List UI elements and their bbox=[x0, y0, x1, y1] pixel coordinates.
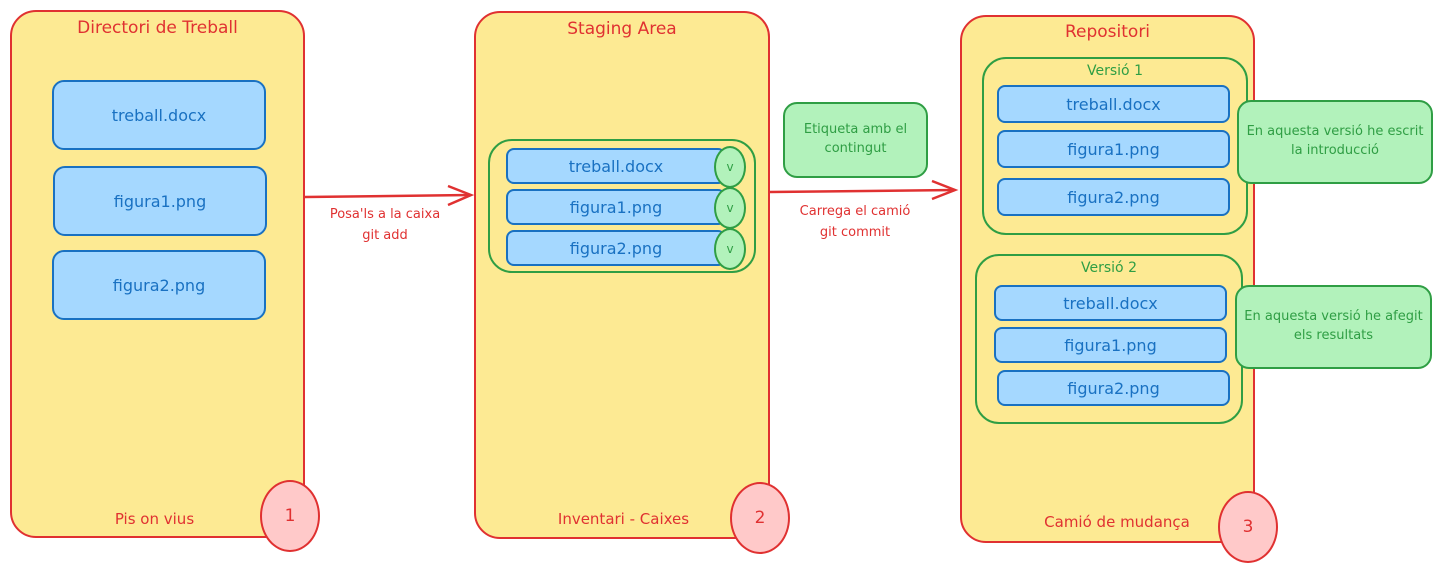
edge-label-line: Posa'ls a la caixa bbox=[329, 207, 441, 222]
step-badge: 2 bbox=[730, 482, 790, 554]
file-item[interactable]: treball.docx bbox=[506, 148, 726, 184]
version-title: Versió 2 bbox=[1081, 260, 1137, 276]
step-badge: 1 bbox=[260, 480, 320, 552]
edge-label-git-commit: Carrega el camió git commit bbox=[770, 202, 940, 244]
version-note: En aquesta versió he afegit els resultat… bbox=[1235, 285, 1432, 369]
file-item[interactable]: figura1.png bbox=[997, 130, 1230, 168]
file-item[interactable]: figura2.png bbox=[506, 230, 726, 266]
stage-footer: Camió de mudança bbox=[1044, 513, 1190, 531]
file-item[interactable]: figura1.png bbox=[506, 189, 726, 225]
edge-label-command: git add bbox=[362, 227, 408, 243]
step-badge: 3 bbox=[1218, 491, 1278, 563]
check-icon: v bbox=[714, 146, 746, 188]
check-icon: v bbox=[714, 187, 746, 229]
version-note: En aquesta versió he escrit la introducc… bbox=[1237, 100, 1433, 184]
file-item[interactable]: figura1.png bbox=[994, 327, 1227, 363]
stage-footer: Pis on vius bbox=[114, 510, 195, 528]
file-item[interactable]: treball.docx bbox=[52, 80, 266, 150]
file-item[interactable]: figura2.png bbox=[997, 370, 1230, 406]
file-item[interactable]: figura1.png bbox=[53, 166, 267, 236]
staged-files-group bbox=[488, 139, 756, 273]
edge-label-line: Carrega el camió bbox=[799, 204, 911, 219]
stage-title: Repositori bbox=[1064, 22, 1151, 42]
file-item[interactable]: treball.docx bbox=[997, 85, 1230, 123]
note-label-content: Etiqueta amb el contingut bbox=[783, 102, 928, 178]
stage-title: Staging Area bbox=[567, 19, 677, 39]
version-title: Versió 1 bbox=[1087, 63, 1143, 79]
arrow-git-add bbox=[304, 184, 475, 207]
check-icon: v bbox=[714, 228, 746, 270]
stage-title: Directori de Treball bbox=[77, 18, 238, 38]
file-item[interactable]: figura2.png bbox=[997, 178, 1230, 216]
file-item[interactable]: figura2.png bbox=[52, 250, 266, 320]
stage-staging-area: Staging Area treball.docx figura1.png fi… bbox=[474, 11, 770, 539]
file-item[interactable]: treball.docx bbox=[994, 285, 1227, 321]
edge-label-git-add: Posa'ls a la caixa git add bbox=[300, 205, 470, 247]
stage-working-directory: Directori de Treball treball.docx figura… bbox=[10, 10, 305, 538]
stage-footer: Inventari - Caixes bbox=[557, 510, 690, 528]
arrow-git-commit bbox=[769, 179, 959, 201]
stage-repository: Repositori Versió 1 treball.docx figura1… bbox=[960, 15, 1255, 543]
edge-label-command: git commit bbox=[819, 224, 891, 240]
